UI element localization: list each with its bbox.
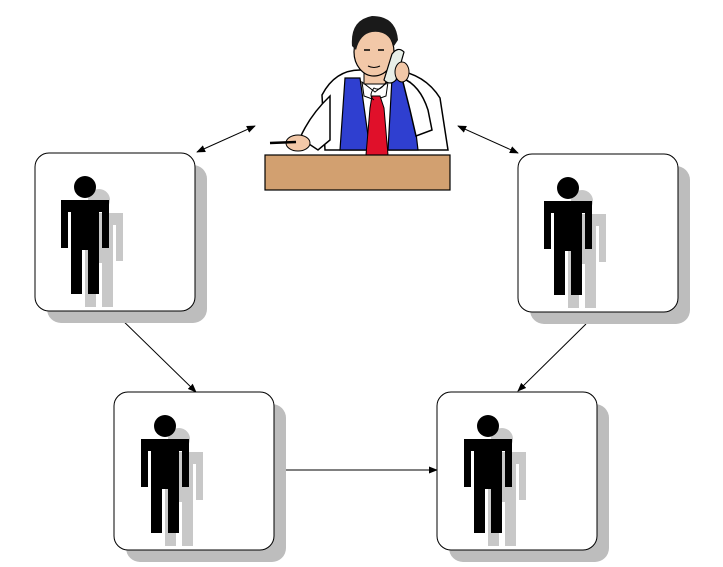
box	[113, 391, 275, 551]
node-bottom-right	[436, 391, 609, 562]
node-top-right	[517, 153, 690, 324]
connector-central-top-right	[457, 125, 519, 154]
node-bottom-left	[113, 391, 286, 562]
connector-top-left-bottom-left	[114, 312, 197, 393]
connector-top-right-bottom-right	[517, 323, 587, 392]
box	[436, 391, 598, 551]
connections	[114, 125, 587, 474]
desk	[264, 154, 451, 191]
person-on-phone-at-desk-icon	[264, 16, 451, 191]
connector-central-top-left	[196, 125, 256, 153]
node-top-left	[34, 152, 207, 323]
box	[517, 153, 679, 313]
box	[34, 152, 196, 312]
